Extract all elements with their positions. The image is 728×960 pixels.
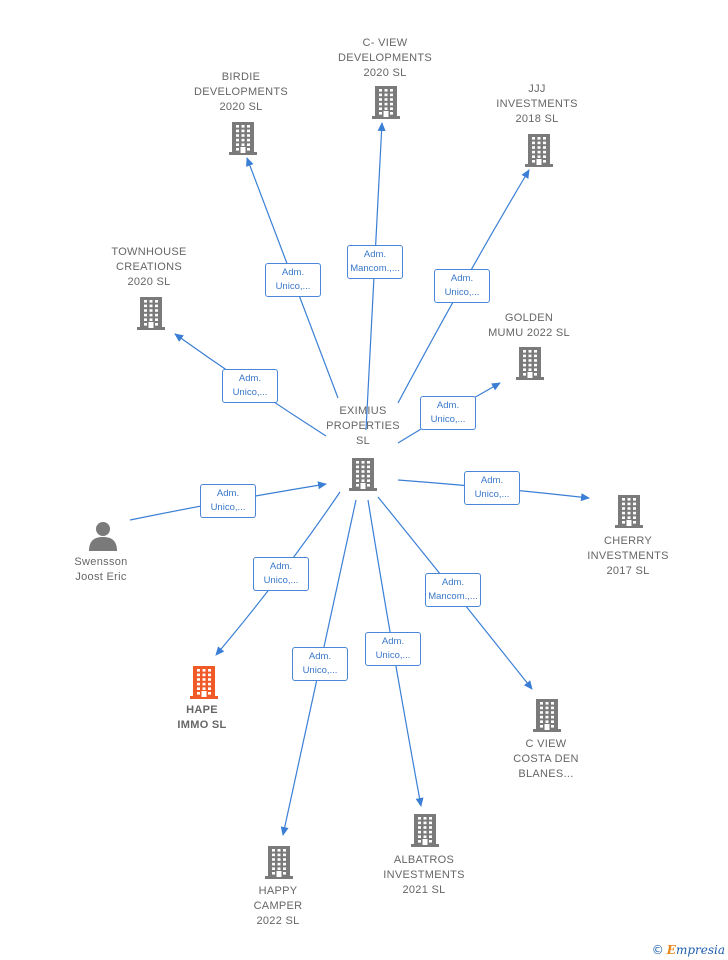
edge-label-albatros[interactable]: Adm. Unico,...: [365, 632, 421, 666]
building-icon[interactable]: [615, 494, 643, 533]
node-label: C- VIEW DEVELOPMENTS 2020 SL: [337, 37, 433, 79]
brand-initial: E: [666, 943, 676, 957]
building-icon[interactable]: [137, 296, 165, 335]
node-cviewcosta[interactable]: C VIEW COSTA DEN BLANES...: [476, 737, 616, 782]
edge-label-swensson[interactable]: Adm. Unico,...: [200, 484, 256, 518]
node-label: CHERRY INVESTMENTS 2017 SL: [587, 535, 669, 577]
node-label: BIRDIE DEVELOPMENTS 2020 SL: [193, 71, 289, 113]
node-label: GOLDEN MUMU 2022 SL: [488, 312, 570, 339]
building-icon[interactable]: [349, 457, 377, 496]
node-label: HAPPY CAMPER 2022 SL: [253, 885, 303, 927]
building-icon[interactable]: [372, 85, 400, 124]
person-icon[interactable]: [88, 521, 118, 556]
node-label: Swensson Joost Eric: [74, 556, 128, 583]
edge-label-happy[interactable]: Adm. Unico,...: [292, 647, 348, 681]
edge-label-cherry[interactable]: Adm. Unico,...: [464, 471, 520, 505]
copyright-symbol: ©: [651, 943, 664, 957]
edge-label-cview[interactable]: Adm. Mancom.,...: [347, 245, 403, 279]
node-label: HAPE IMMO SL: [177, 704, 227, 731]
brand-name: mpresia: [675, 943, 725, 957]
edge-label-townhouse[interactable]: Adm. Unico,...: [222, 369, 278, 403]
node-swensson[interactable]: Swensson Joost Eric: [31, 555, 171, 585]
building-icon[interactable]: [190, 665, 218, 704]
node-label: ALBATROS INVESTMENTS 2021 SL: [383, 854, 465, 896]
edge-label-hape[interactable]: Adm. Unico,...: [253, 557, 309, 591]
node-label: C VIEW COSTA DEN BLANES...: [513, 738, 579, 780]
node-jjj[interactable]: JJJ INVESTMENTS 2018 SL: [467, 82, 607, 127]
edge-label-birdie[interactable]: Adm. Unico,...: [265, 263, 321, 297]
edge-label-jjj[interactable]: Adm. Unico,...: [434, 269, 490, 303]
edge-label-cviewcosta[interactable]: Adm. Mancom.,...: [425, 573, 481, 607]
node-label: JJJ INVESTMENTS 2018 SL: [496, 83, 578, 125]
node-birdie[interactable]: BIRDIE DEVELOPMENTS 2020 SL: [171, 70, 311, 115]
edge-label-golden[interactable]: Adm. Unico,...: [420, 396, 476, 430]
building-icon[interactable]: [411, 813, 439, 852]
node-cherry[interactable]: CHERRY INVESTMENTS 2017 SL: [558, 534, 698, 579]
center-node[interactable]: EXIMIUS PROPERTIES SL: [293, 404, 433, 449]
center-node-label: EXIMIUS PROPERTIES SL: [326, 405, 400, 447]
node-hape[interactable]: HAPE IMMO SL: [132, 703, 272, 733]
node-cview[interactable]: C- VIEW DEVELOPMENTS 2020 SL: [315, 36, 455, 81]
empresia-logo[interactable]: ©Empresia: [652, 943, 725, 957]
node-golden[interactable]: GOLDEN MUMU 2022 SL: [459, 311, 599, 341]
node-happy[interactable]: HAPPY CAMPER 2022 SL: [208, 884, 348, 929]
building-icon[interactable]: [265, 845, 293, 884]
node-albatros[interactable]: ALBATROS INVESTMENTS 2021 SL: [354, 853, 494, 898]
building-icon[interactable]: [525, 133, 553, 172]
building-icon[interactable]: [533, 698, 561, 737]
building-icon[interactable]: [229, 121, 257, 160]
node-townhouse[interactable]: TOWNHOUSE CREATIONS 2020 SL: [79, 245, 219, 290]
node-label: TOWNHOUSE CREATIONS 2020 SL: [111, 246, 187, 288]
building-icon[interactable]: [516, 346, 544, 385]
